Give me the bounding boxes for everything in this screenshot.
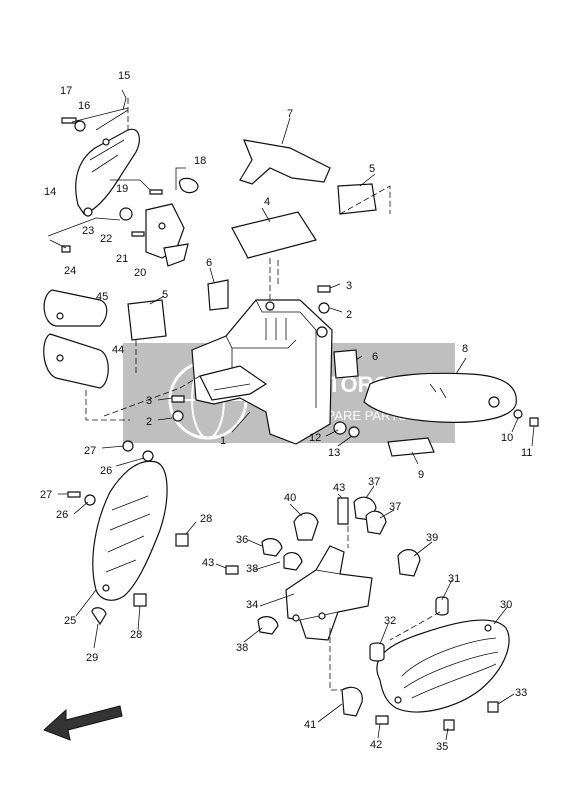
reflector-group <box>43 289 130 421</box>
callout-6-right: 6 <box>372 351 378 363</box>
callout-34: 34 <box>246 599 258 611</box>
bolt-43-upper <box>337 497 349 525</box>
clamp-36 <box>261 538 283 557</box>
left-cover-group <box>47 89 199 267</box>
callout-25: 25 <box>64 615 76 627</box>
pad-6-left <box>207 279 229 311</box>
pad-4 <box>231 211 317 259</box>
callout-38-upper: 38 <box>246 563 258 575</box>
damper-28-lower <box>133 593 147 607</box>
callout-29: 29 <box>86 652 98 664</box>
callout-26-upper: 26 <box>100 465 112 477</box>
callout-37-b: 37 <box>389 501 401 513</box>
clamp <box>178 177 199 194</box>
callout-32: 32 <box>384 615 396 627</box>
callout-3-right: 3 <box>346 280 352 292</box>
callout-22: 22 <box>100 233 112 245</box>
callout-11: 11 <box>521 447 532 459</box>
clamp-40 <box>293 512 319 541</box>
pad-6-right <box>333 349 359 379</box>
pads-group <box>127 117 391 379</box>
callout-13: 13 <box>328 447 340 459</box>
reflector-44 <box>43 333 109 389</box>
lower-left-cover <box>58 440 197 649</box>
callout-28-lower: 28 <box>130 629 142 641</box>
callout-38-lower: 38 <box>236 642 248 654</box>
callout-26-lower: 26 <box>56 509 68 521</box>
callout-36: 36 <box>236 534 248 546</box>
clamp-37-b <box>365 510 387 535</box>
callout-41: 41 <box>304 719 316 731</box>
clamp-38-lower <box>257 616 279 635</box>
clamp-39 <box>397 549 421 577</box>
callout-9: 9 <box>418 469 424 481</box>
callout-10: 10 <box>501 432 513 444</box>
callout-18: 18 <box>194 155 206 167</box>
lower-side-cover <box>92 460 168 601</box>
callout-labels: 15 17 16 18 14 19 23 22 21 20 24 7 5 4 6… <box>40 70 532 753</box>
callout-28-upper: 28 <box>200 513 212 525</box>
callout-45: 45 <box>96 291 108 303</box>
arrow-front-left-icon <box>43 705 123 741</box>
callout-1: 1 <box>220 435 226 447</box>
bolt-43-left <box>225 565 239 575</box>
callout-37-a: 37 <box>368 476 380 488</box>
callout-40: 40 <box>284 492 296 504</box>
grommet <box>119 207 133 221</box>
callout-8: 8 <box>462 343 468 355</box>
callout-19: 19 <box>116 183 128 195</box>
left-side-cover <box>75 128 140 215</box>
callout-42: 42 <box>370 739 382 751</box>
callout-5-upper: 5 <box>369 163 375 175</box>
horn-bracket-group <box>215 485 515 741</box>
horn-cover-30 <box>376 619 510 713</box>
clamp-38-upper <box>283 552 303 571</box>
grommet-32 <box>369 642 385 662</box>
right-side-cover <box>363 372 517 423</box>
pad-5-upper <box>337 183 377 215</box>
grommet-31 <box>435 596 449 616</box>
callout-35: 35 <box>436 741 448 753</box>
callout-31: 31 <box>448 573 460 585</box>
callout-30: 30 <box>500 599 512 611</box>
pad-9 <box>387 437 435 457</box>
callout-27-lower: 27 <box>40 489 52 501</box>
callout-16: 16 <box>78 100 90 112</box>
battery-box <box>103 258 360 447</box>
right-cover-group <box>363 357 539 465</box>
callout-20: 20 <box>134 267 146 279</box>
callout-44: 44 <box>112 344 124 356</box>
callout-6-left: 6 <box>206 257 212 269</box>
callout-21: 21 <box>116 253 128 265</box>
pad-5-lower <box>127 299 167 341</box>
callout-17: 17 <box>60 85 72 97</box>
band-7 <box>239 139 331 185</box>
callout-24: 24 <box>64 265 76 277</box>
callout-43-left: 43 <box>202 557 214 569</box>
callout-2-left: 2 <box>146 416 152 428</box>
callout-2-right: 2 <box>346 309 352 321</box>
callout-7: 7 <box>287 108 293 120</box>
clip-29 <box>91 607 107 626</box>
callout-14: 14 <box>44 186 56 198</box>
callout-43-upper: 43 <box>333 482 345 494</box>
screw-35 <box>443 719 455 731</box>
callout-3-left: 3 <box>146 395 152 407</box>
callout-39: 39 <box>426 532 438 544</box>
callout-33: 33 <box>515 687 527 699</box>
callout-15: 15 <box>118 70 130 82</box>
callout-4: 4 <box>264 196 270 208</box>
bolt-42 <box>375 715 389 725</box>
callout-27-upper: 27 <box>84 445 96 457</box>
callout-12: 12 <box>309 432 321 444</box>
damper-28-upper <box>175 533 189 547</box>
screw-33 <box>487 701 499 713</box>
callout-23: 23 <box>82 225 94 237</box>
clamp-41 <box>341 686 363 717</box>
callout-5-lower: 5 <box>162 289 168 301</box>
